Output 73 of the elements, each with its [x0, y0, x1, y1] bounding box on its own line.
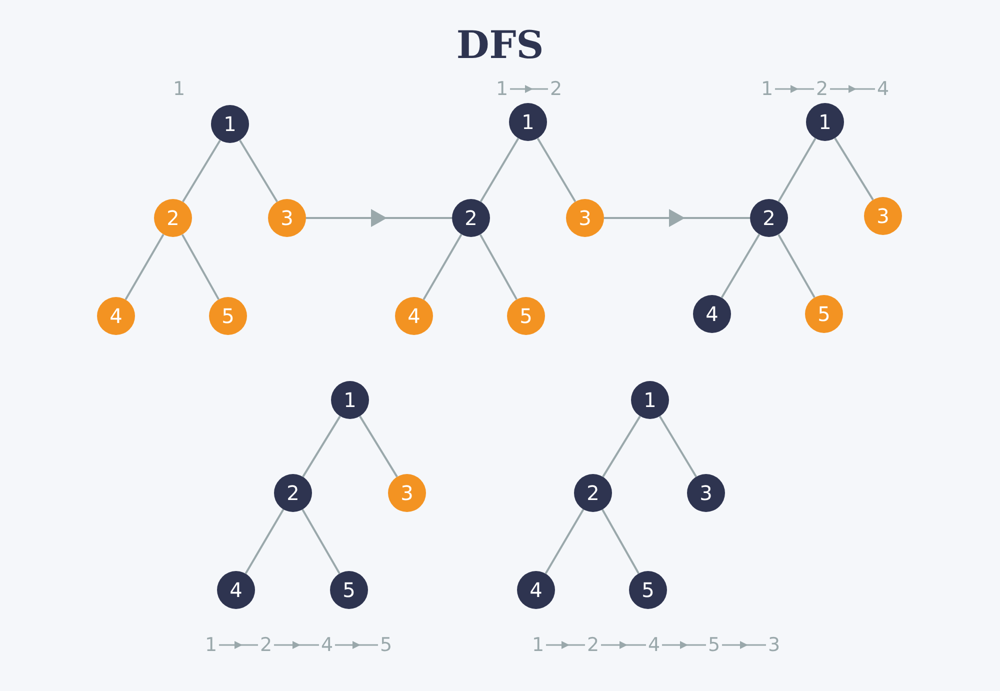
tree-node-circle: 3 [687, 474, 725, 512]
arrow [546, 641, 585, 649]
tree-node-circle: 3 [388, 474, 426, 512]
tree-node-circle: 5 [629, 571, 667, 609]
tree-edge-line [536, 138, 576, 202]
tree-edge-line [602, 416, 641, 478]
arrow [601, 641, 646, 649]
tree-node-circle: 2 [274, 474, 312, 512]
visit-order-number: 2 [585, 633, 601, 657]
tree-node-circle: 5 [507, 297, 545, 335]
visit-order-number: 4 [319, 633, 335, 657]
tree-edge-line [182, 140, 221, 202]
diagram-title: DFS [456, 22, 544, 67]
arrow [830, 85, 875, 93]
tree-node-circle: 4 [517, 571, 555, 609]
visit-order-number: 1 [759, 77, 775, 101]
tree-edge-line [239, 140, 278, 202]
arrow [306, 209, 452, 227]
arrow [219, 641, 258, 649]
tree-node-circle: 3 [566, 199, 604, 237]
tree-edge-line [359, 416, 398, 478]
tree-node-circle: 4 [217, 571, 255, 609]
visit-order-number: 4 [646, 633, 662, 657]
arrow [775, 85, 814, 93]
tree-node-circle: 1 [211, 105, 249, 143]
arrow [604, 209, 750, 227]
arrow [274, 641, 319, 649]
visit-order-number: 3 [766, 633, 782, 657]
visit-order-number: 1 [171, 77, 187, 101]
tree-edge-line [124, 234, 164, 300]
tree-edge-line [422, 234, 462, 300]
tree-node-circle: 4 [97, 297, 135, 335]
visit-order-number: 5 [706, 633, 722, 657]
tree-edge-line [244, 508, 284, 574]
tree-edge-line [834, 138, 874, 200]
tree-node-circle: 1 [806, 103, 844, 141]
tree-node-circle: 2 [574, 474, 612, 512]
tree-node-circle: 1 [631, 381, 669, 419]
arrow [722, 641, 766, 649]
arrow [510, 85, 548, 93]
tree-node-circle: 4 [395, 297, 433, 335]
tree-node-circle: 5 [209, 297, 247, 335]
visit-order-number: 2 [814, 77, 830, 101]
visit-order-number: 5 [378, 633, 394, 657]
tree-edge-line [480, 138, 520, 202]
visit-order-number: 4 [875, 77, 891, 101]
tree-edge-line [544, 508, 584, 574]
tree-node-circle: 4 [693, 295, 731, 333]
tree-node-circle: 1 [509, 103, 547, 141]
tree-node-circle: 3 [864, 197, 902, 235]
tree-edge-line [181, 234, 220, 300]
arrow [335, 641, 378, 649]
tree-edge-line [302, 416, 341, 478]
visit-order-number: 1 [494, 77, 510, 101]
arrow [662, 641, 706, 649]
tree-node-circle: 2 [452, 199, 490, 237]
tree-node-circle: 2 [154, 199, 192, 237]
visit-order-number: 1 [530, 633, 546, 657]
tree-edge-line [658, 416, 698, 478]
tree-edge-line [302, 508, 340, 574]
tree-edge-line [778, 234, 816, 298]
visit-order-number: 1 [203, 633, 219, 657]
tree-node-circle: 1 [331, 381, 369, 419]
tree-edge-line [720, 234, 760, 298]
tree-node-circle: 3 [268, 199, 306, 237]
tree-node-circle: 5 [330, 571, 368, 609]
tree-edge-line [778, 138, 816, 202]
visit-order-number: 2 [548, 77, 564, 101]
tree-node-circle: 2 [750, 199, 788, 237]
tree-edge-line [602, 509, 640, 574]
tree-edge-line [479, 234, 518, 300]
visit-order-number: 2 [258, 633, 274, 657]
tree-node-circle: 5 [805, 295, 843, 333]
